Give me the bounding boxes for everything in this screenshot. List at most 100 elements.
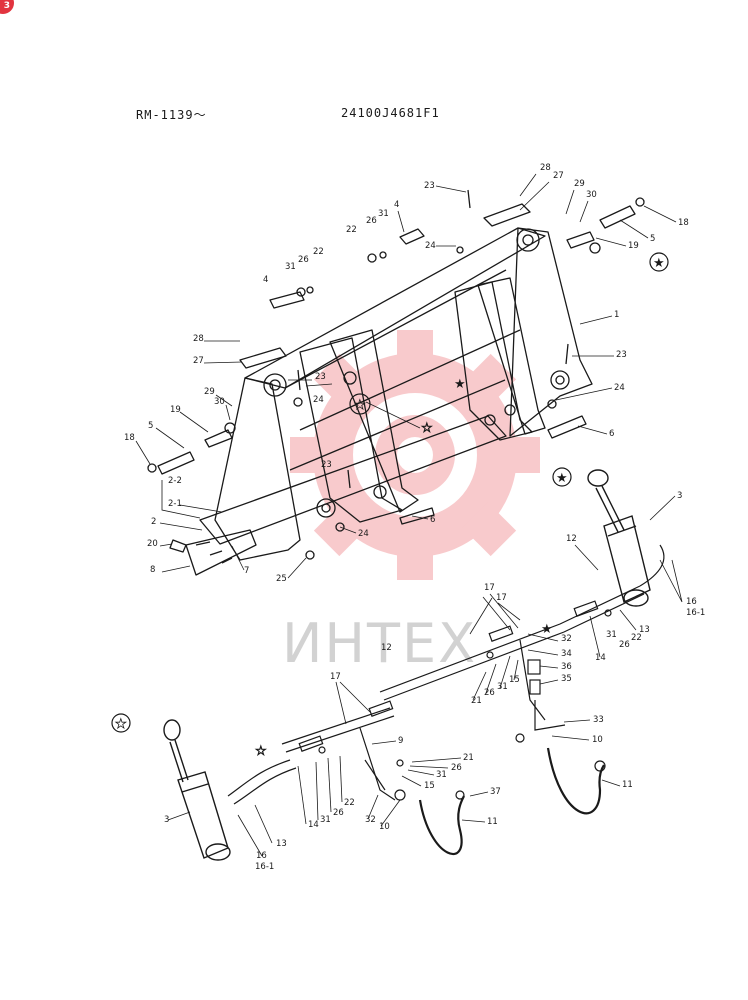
callout-label: 6 (609, 429, 614, 439)
callout-label: 24 (358, 529, 369, 539)
callout-label: 21 (471, 696, 482, 706)
callout-label: 30 (214, 397, 225, 407)
callout-label: 3 (677, 491, 682, 501)
part-number-label: 24100J4681F1 (341, 106, 440, 120)
callout-label: 15 (424, 781, 435, 791)
callout-label: 37 (490, 787, 501, 797)
callout-label: 31 (320, 815, 331, 825)
callout-label: 11 (487, 817, 498, 827)
callout-label: 8 (150, 565, 155, 575)
callout-label: 19 (628, 241, 639, 251)
callout-label: 12 (566, 534, 577, 544)
callout-label: 23 (321, 460, 332, 470)
callout-label: 23 (616, 350, 627, 360)
corner-badge: 3 (0, 0, 14, 14)
callout-label: 25 (276, 574, 287, 584)
callout-label: 23 (424, 181, 435, 191)
callout-label: 31 (378, 209, 389, 219)
watermark-logo (290, 330, 540, 580)
svg-text:★: ★ (541, 622, 553, 637)
callout-label: 17 (484, 583, 495, 593)
callout-label: 31 (285, 262, 296, 272)
callout-label: 26 (333, 808, 344, 818)
callout-label: 16 (686, 597, 697, 607)
callout-label: 4 (394, 200, 399, 210)
callout-label: 32 (365, 815, 376, 825)
reference-stars: ★ ★ ★ ★ ★ ☆ ★ ☆ (111, 252, 669, 759)
badge-text: 3 (3, 1, 10, 11)
callout-label: 11 (622, 780, 633, 790)
svg-text:★: ★ (454, 377, 466, 392)
hydraulic-cylinders (163, 469, 651, 861)
model-range-label: RM-1139～ (136, 108, 207, 122)
callout-label: 26 (366, 216, 377, 226)
callout-label: 7 (244, 566, 249, 576)
hydraulic-lines (227, 544, 665, 856)
callout-label: 27 (553, 171, 564, 181)
svg-text:☆: ☆ (421, 421, 433, 436)
callout-label: 6 (430, 515, 435, 525)
callout-label: 17 (330, 672, 341, 682)
callout-label: 22 (631, 633, 642, 643)
callout-label: 2 (151, 517, 156, 527)
svg-text:★: ★ (653, 256, 665, 271)
callout-label: 2-1 (168, 499, 182, 509)
callout-label: 5 (650, 234, 655, 244)
svg-text:★: ★ (556, 471, 568, 486)
callout-label: 34 (561, 649, 572, 659)
callout-label: 31 (606, 630, 617, 640)
callout-label: 14 (595, 653, 606, 663)
callout-label: 14 (308, 820, 319, 830)
callout-label: 15 (509, 675, 520, 685)
svg-text:★: ★ (354, 398, 366, 413)
callout-label: 24 (614, 383, 625, 393)
callout-label: 4 (263, 275, 268, 285)
callout-label: 32 (561, 634, 572, 644)
callout-label: 21 (463, 753, 474, 763)
callout-label: 31 (497, 682, 508, 692)
callout-label: 28 (193, 334, 204, 344)
callout-label: 16 (256, 851, 267, 861)
callout-label: 29 (574, 179, 585, 189)
callout-label: 16-1 (686, 608, 705, 618)
callout-label: 18 (678, 218, 689, 228)
callout-label: 5 (148, 421, 153, 431)
callout-label: 26 (619, 640, 630, 650)
callout-label: 35 (561, 674, 572, 684)
callout-label: 22 (346, 225, 357, 235)
callout-label: 36 (561, 662, 572, 672)
callout-label: 9 (398, 736, 403, 746)
callout-label: 33 (593, 715, 604, 725)
callout-label: 23 (315, 372, 326, 382)
callout-label: 22 (344, 798, 355, 808)
callout-label: 20 (147, 539, 158, 549)
callout-label: 26 (484, 688, 495, 698)
callout-label: 13 (639, 625, 650, 635)
callout-label: 17 (496, 593, 507, 603)
callout-label: 2-2 (168, 476, 182, 486)
callout-label: 30 (586, 190, 597, 200)
callout-label: 19 (170, 405, 181, 415)
callout-label: 1 (614, 310, 619, 320)
callout-label: 24 (313, 395, 324, 405)
callout-label: 31 (436, 770, 447, 780)
callout-label: 18 (124, 433, 135, 443)
leader-lines (135, 173, 683, 857)
callout-label: 28 (540, 163, 551, 173)
svg-text:★: ★ (115, 717, 127, 732)
callout-label: 10 (592, 735, 603, 745)
callout-label: 26 (451, 763, 462, 773)
callout-label: 10 (379, 822, 390, 832)
callout-label: 16-1 (255, 862, 274, 872)
callout-label: 29 (204, 387, 215, 397)
callout-label: 12 (381, 643, 392, 653)
callout-label: 13 (276, 839, 287, 849)
callout-label: 22 (313, 247, 324, 257)
callout-label: 24 (425, 241, 436, 251)
callout-label: 26 (298, 255, 309, 265)
svg-text:☆: ☆ (255, 744, 267, 759)
callout-labels: 2328272930185194263122242226314128272323… (124, 163, 705, 872)
callout-label: 27 (193, 356, 204, 366)
